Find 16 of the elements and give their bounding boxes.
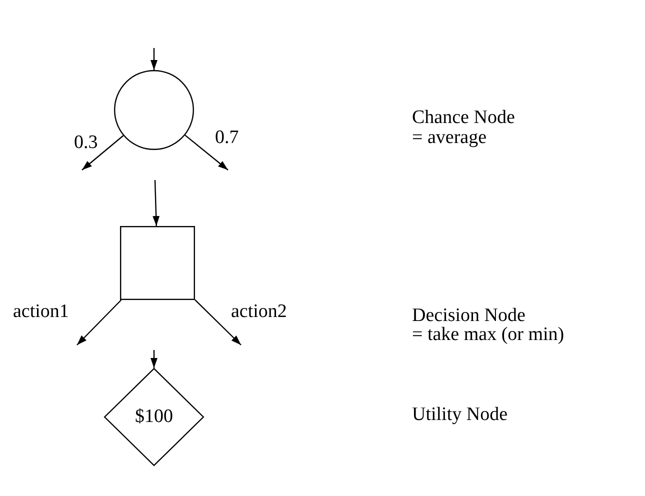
chance-node-circle <box>114 70 194 150</box>
arrow <box>76 300 122 346</box>
note-text: = average <box>412 128 487 148</box>
decision-node-square <box>120 226 195 300</box>
arrow <box>194 299 242 346</box>
arrow <box>150 48 158 70</box>
arrow <box>184 134 228 170</box>
note-text: = take max (or min) <box>412 325 564 345</box>
note-text: Chance Node <box>412 108 515 128</box>
node-label: $100 <box>135 406 173 428</box>
utility-node-diamond <box>104 368 204 466</box>
arrow <box>82 135 124 170</box>
note-text: Decision Node <box>412 306 526 326</box>
arrow <box>150 350 158 368</box>
note-text: Utility Node <box>412 405 508 425</box>
arrow <box>152 180 160 226</box>
